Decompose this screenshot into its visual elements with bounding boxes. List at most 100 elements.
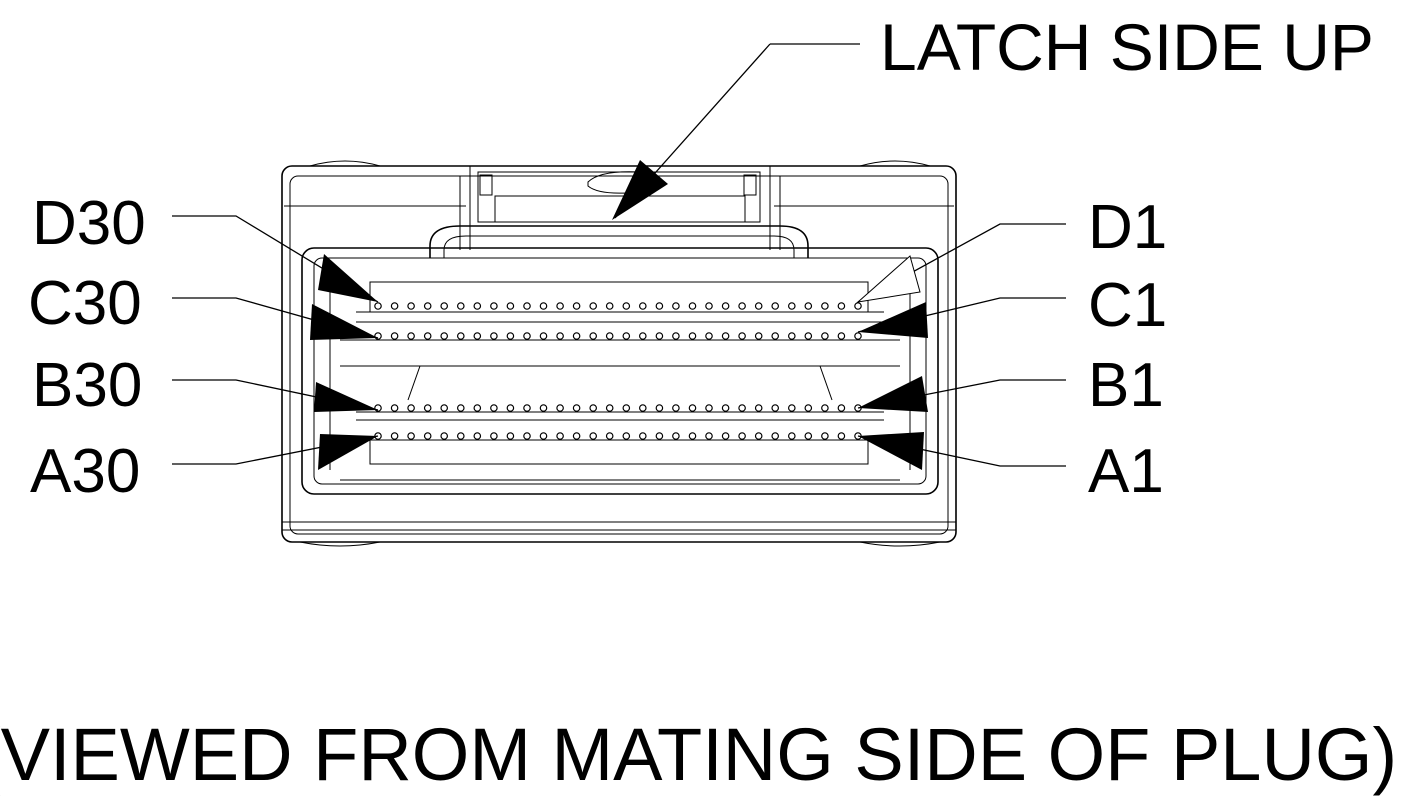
pin-label-c1: C1 (1088, 271, 1167, 340)
pin-d4 (804, 302, 813, 310)
pin-a17 (589, 432, 598, 440)
pin-d26 (440, 302, 449, 310)
pin-c4 (804, 332, 813, 340)
pin-c10 (705, 332, 713, 340)
pin-d14 (638, 302, 647, 310)
pin-d8 (738, 302, 746, 310)
pin-d16 (605, 302, 614, 310)
pin-a9 (721, 432, 730, 440)
pin-a20 (539, 432, 548, 440)
pin-c5 (787, 332, 796, 340)
a1-arrowhead (858, 432, 924, 470)
pin-b3 (821, 404, 829, 412)
pin-c1 (854, 332, 862, 340)
pin-b27 (423, 404, 432, 412)
pin-b14 (638, 404, 647, 412)
pin-d25 (456, 302, 465, 310)
pin-a28 (407, 432, 415, 440)
pin-b18 (572, 404, 581, 412)
pin-c11 (688, 332, 697, 340)
pin-d29 (390, 302, 399, 310)
pin-d12 (672, 302, 680, 310)
pin-d13 (655, 302, 664, 310)
pin-b5 (787, 404, 796, 412)
a30-arrowhead (318, 434, 378, 470)
view-caption: (VIEWED FROM MATING SIDE OF PLUG) (0, 713, 1397, 796)
pin-c9 (721, 332, 730, 340)
pin-a22 (506, 432, 515, 440)
pin-a16 (605, 432, 614, 440)
pin-b10 (705, 404, 713, 412)
pin-c6 (771, 332, 780, 340)
pin-a3 (821, 432, 829, 440)
pin-c22 (506, 332, 515, 340)
pin-c26 (440, 332, 449, 340)
pin-d24 (473, 302, 482, 310)
pin-b4 (804, 404, 813, 412)
pin-b9 (721, 404, 730, 412)
pin-d19 (556, 302, 564, 310)
pin-d9 (721, 302, 730, 310)
d1-arrowhead (856, 255, 921, 303)
pin-b26 (440, 404, 449, 412)
pin-a12 (672, 432, 680, 440)
pin-c15 (622, 332, 631, 340)
pin-a18 (572, 432, 581, 440)
pin-b28 (407, 404, 415, 412)
pin-c24 (473, 332, 482, 340)
pin-c14 (638, 332, 647, 340)
pin-a21 (523, 432, 531, 440)
pin-a29 (390, 432, 399, 440)
connector-housing (281, 160, 957, 547)
pin-c8 (738, 332, 746, 340)
pin-a10 (705, 432, 713, 440)
arrowheads (310, 160, 928, 470)
pin-c3 (821, 332, 829, 340)
pin-c29 (390, 332, 399, 340)
pin-c27 (423, 332, 432, 340)
pin-b21 (523, 404, 531, 412)
pin-d5 (787, 302, 796, 310)
pin-a2 (837, 432, 846, 440)
pin-b29 (390, 404, 399, 412)
pin-d23 (490, 302, 498, 310)
pin-c16 (605, 332, 614, 340)
c1-arrowhead (858, 302, 928, 338)
pin-a23 (490, 432, 498, 440)
pin-c18 (572, 332, 581, 340)
pin-b20 (539, 404, 548, 412)
pin-c17 (589, 332, 598, 340)
pin-a24 (473, 432, 482, 440)
pin-b6 (771, 404, 780, 412)
b30-arrowhead (314, 382, 378, 412)
pin-a14 (638, 432, 647, 440)
pin-a4 (804, 432, 813, 440)
c30-arrowhead (310, 304, 378, 340)
latch-arrowhead (612, 160, 668, 220)
pin-d28 (407, 302, 415, 310)
pin-d22 (506, 302, 515, 310)
pin-label-d1: D1 (1088, 193, 1167, 262)
pin-b22 (506, 404, 515, 412)
pin-b30 (374, 404, 382, 412)
pin-b15 (622, 404, 631, 412)
pin-c7 (754, 332, 763, 340)
d30-arrowhead (318, 254, 378, 302)
latch-side-up-label: LATCH SIDE UP (880, 10, 1374, 84)
pin-d20 (539, 302, 548, 310)
pin-a13 (655, 432, 664, 440)
leader-lines (172, 43, 1066, 467)
pin-d1 (854, 302, 862, 310)
pin-b2 (837, 404, 846, 412)
pin-rows (374, 302, 862, 440)
pin-b12 (672, 404, 680, 412)
pin-b17 (589, 404, 598, 412)
pin-b7 (754, 404, 763, 412)
pin-a19 (556, 432, 564, 440)
pin-a5 (787, 432, 796, 440)
pin-d2 (837, 302, 846, 310)
pin-a8 (738, 432, 746, 440)
pin-c21 (523, 332, 531, 340)
pin-c12 (672, 332, 680, 340)
